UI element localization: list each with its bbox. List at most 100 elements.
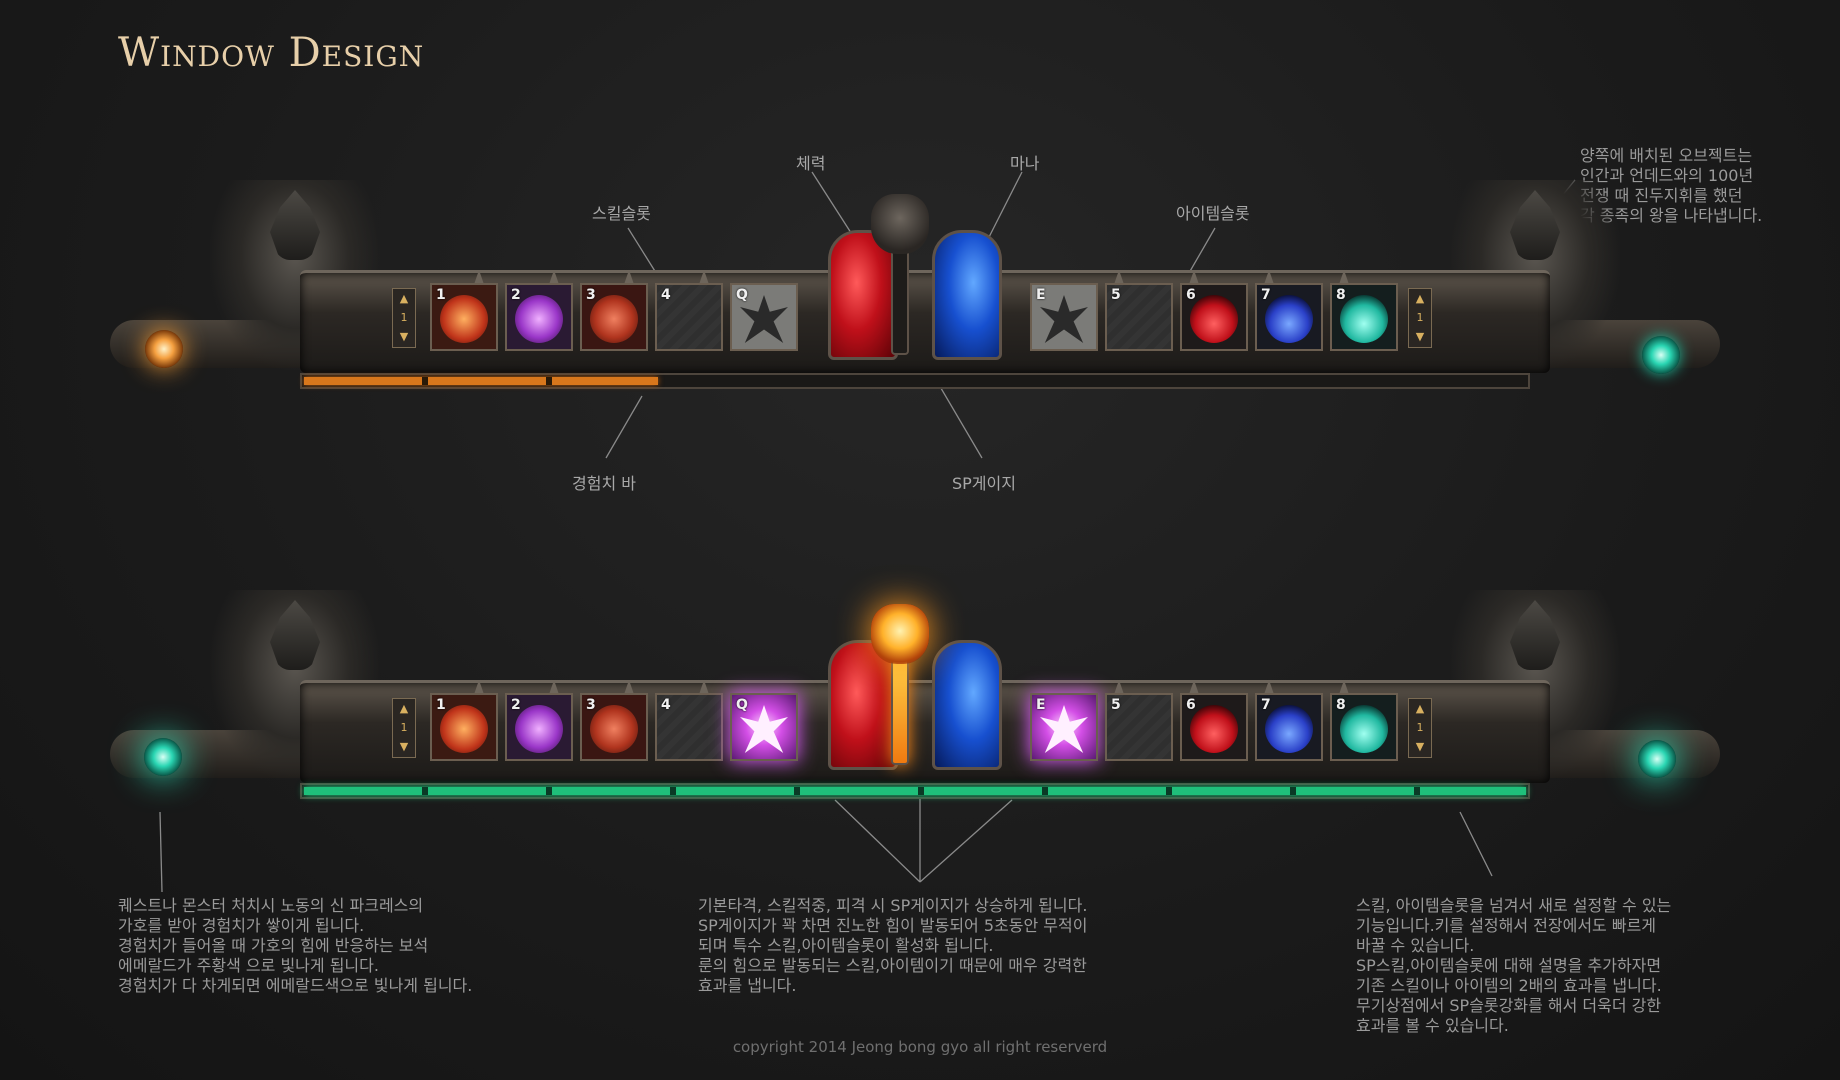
left-page-scroll[interactable]: ▲ 1 ▼ <box>392 288 416 348</box>
exp-bar <box>300 373 1530 389</box>
item-slot-5[interactable]: 5 <box>1105 693 1173 761</box>
note-line: 기존 스킬이나 아이템의 2배의 효과를 냅니다. <box>1356 976 1662 995</box>
page-down-button[interactable]: ▼ <box>399 330 409 343</box>
slot-key: 3 <box>586 697 596 713</box>
exp-bar <box>300 783 1530 799</box>
health-label: 체력 <box>796 154 826 173</box>
skull-crest-icon <box>871 194 929 254</box>
right-page-scroll[interactable]: ▲ 1 ▼ <box>1408 698 1432 758</box>
purple-pouch-icon <box>515 705 563 753</box>
note-line: SP게이지가 꽉 차면 진노한 힘이 발동되어 5초동안 무적이 <box>698 916 1088 935</box>
note-line: 에메랄드가 주황색 으로 빛나게 됩니다. <box>118 956 379 975</box>
sp-item-slot-e[interactable]: E <box>1030 283 1098 351</box>
teal-drink-icon <box>1340 295 1388 343</box>
item-slot-8[interactable]: 8 <box>1330 693 1398 761</box>
skull-crest-icon <box>871 604 929 664</box>
slot-key: 2 <box>511 697 521 713</box>
note-line: 스킬, 아이템슬롯을 넘겨서 새로 설정할 수 있는 <box>1356 896 1672 915</box>
item-slot-5[interactable]: 5 <box>1105 283 1173 351</box>
sp-skill-slot-q[interactable]: Q <box>730 283 798 351</box>
skill-slot-3[interactable]: 3 <box>580 693 648 761</box>
sp-gauge <box>891 245 909 355</box>
note-line: 되며 특수 스킬,아이템슬롯이 활성화 됩니다. <box>698 936 994 955</box>
slot-key: 6 <box>1186 287 1196 303</box>
page-down-button[interactable]: ▼ <box>399 740 409 753</box>
right-gem-icon <box>1638 740 1676 778</box>
slot-key: E <box>1036 697 1046 713</box>
slot-key: 5 <box>1111 287 1121 303</box>
skill-slot-1[interactable]: 1 <box>430 283 498 351</box>
mana-gauge <box>932 640 1002 770</box>
item-slot-7[interactable]: 7 <box>1255 693 1323 761</box>
red-potion-icon <box>1190 705 1238 753</box>
exp-bar-fill <box>304 787 1526 795</box>
item-slot-7[interactable]: 7 <box>1255 283 1323 351</box>
page-up-button[interactable]: ▲ <box>399 292 409 305</box>
skill-slot-1[interactable]: 1 <box>430 693 498 761</box>
note-line: 양쪽에 배치된 오브젝트는 <box>1580 146 1753 165</box>
slot-key: 7 <box>1261 697 1271 713</box>
item-slot-6[interactable]: 6 <box>1180 693 1248 761</box>
note-line: 경험치가 들어올 때 가호의 힘에 반응하는 보석 <box>118 936 429 955</box>
slot-key: Q <box>736 287 748 303</box>
page-up-button[interactable]: ▲ <box>399 702 409 715</box>
page-number: 1 <box>400 721 408 734</box>
page-down-button[interactable]: ▼ <box>1415 740 1425 753</box>
right-page-scroll[interactable]: ▲ 1 ▼ <box>1408 288 1432 348</box>
note-line: 기능입니다.키를 설정해서 전장에서도 빠르게 <box>1356 916 1657 935</box>
page-up-button[interactable]: ▲ <box>1415 702 1425 715</box>
note-line: 무기상점에서 SP슬롯강화를 해서 더욱더 강한 <box>1356 996 1662 1015</box>
exp-gem-icon <box>144 738 182 776</box>
skill-slot-4[interactable]: 4 <box>655 283 723 351</box>
note-line: 효과를 냅니다. <box>698 976 797 995</box>
sp-gauge <box>891 655 909 765</box>
slot-key: 5 <box>1111 697 1121 713</box>
slot-key: 8 <box>1336 697 1346 713</box>
rune-claw-icon <box>1040 295 1088 343</box>
monster-skill-icon <box>440 705 488 753</box>
red-rune-circle-icon <box>590 705 638 753</box>
exp-gem-icon <box>145 330 183 368</box>
statue-note: 양쪽에 배치된 오브젝트는 인간과 언데드와의 100년 전쟁 때 진두지휘를 … <box>1580 146 1762 226</box>
note-line: 경험치가 다 차게되면 에메랄드색으로 빛나게 됩니다. <box>118 976 473 995</box>
slot-key: 7 <box>1261 287 1271 303</box>
note-line: 룬의 힘으로 발동되는 스킬,아이템이기 때문에 매우 강력한 <box>698 956 1087 975</box>
exp-bar-label: 경험치 바 <box>572 474 636 493</box>
page-up-button[interactable]: ▲ <box>1415 292 1425 305</box>
hud-normal: ▲ 1 ▼ 1 2 3 4 Q E 5 6 7 8 ▲ 1 ▼ <box>110 180 1720 420</box>
left-page-scroll[interactable]: ▲ 1 ▼ <box>392 698 416 758</box>
page-number: 1 <box>1416 311 1424 324</box>
skill-slot-2[interactable]: 2 <box>505 283 573 351</box>
gem-note: 퀘스트나 몬스터 처치시 노동의 신 파크레스의 가호를 받아 경험치가 쌓이게… <box>118 896 472 996</box>
blue-potion-icon <box>1265 705 1313 753</box>
note-line: 전쟁 때 진두지휘를 했던 <box>1580 186 1743 205</box>
slot-key: 2 <box>511 287 521 303</box>
skill-slot-2[interactable]: 2 <box>505 693 573 761</box>
item-slot-6[interactable]: 6 <box>1180 283 1248 351</box>
blue-potion-icon <box>1265 295 1313 343</box>
slot-key: 8 <box>1336 287 1346 303</box>
exp-bar-fill <box>304 377 658 385</box>
skill-slot-4[interactable]: 4 <box>655 693 723 761</box>
item-slot-label: 아이템슬롯 <box>1176 204 1250 223</box>
note-line: 기본타격, 스킬적중, 피격 시 SP게이지가 상승하게 됩니다. <box>698 896 1088 915</box>
page-down-button[interactable]: ▼ <box>1415 330 1425 343</box>
mana-gauge <box>932 230 1002 360</box>
skill-slot-3[interactable]: 3 <box>580 283 648 351</box>
slot-key: 6 <box>1186 697 1196 713</box>
note-line: 바꿀 수 있습니다. <box>1356 936 1475 955</box>
sp-skill-slot-q[interactable]: Q <box>730 693 798 761</box>
right-gem-icon <box>1642 336 1680 374</box>
page-number: 1 <box>1416 721 1424 734</box>
red-rune-circle-icon <box>590 295 638 343</box>
copyright: copyright 2014 Jeong bong gyo all right … <box>732 1038 1108 1056</box>
mana-label: 마나 <box>1010 154 1040 173</box>
purple-pouch-icon <box>515 295 563 343</box>
item-slot-8[interactable]: 8 <box>1330 283 1398 351</box>
sp-item-slot-e[interactable]: E <box>1030 693 1098 761</box>
slot-key: 1 <box>436 697 446 713</box>
slot-note: 스킬, 아이템슬롯을 넘겨서 새로 설정할 수 있는 기능입니다.키를 설정해서… <box>1356 896 1671 1036</box>
note-line: 인간과 언데드와의 100년 <box>1580 166 1754 185</box>
slot-key: Q <box>736 697 748 713</box>
